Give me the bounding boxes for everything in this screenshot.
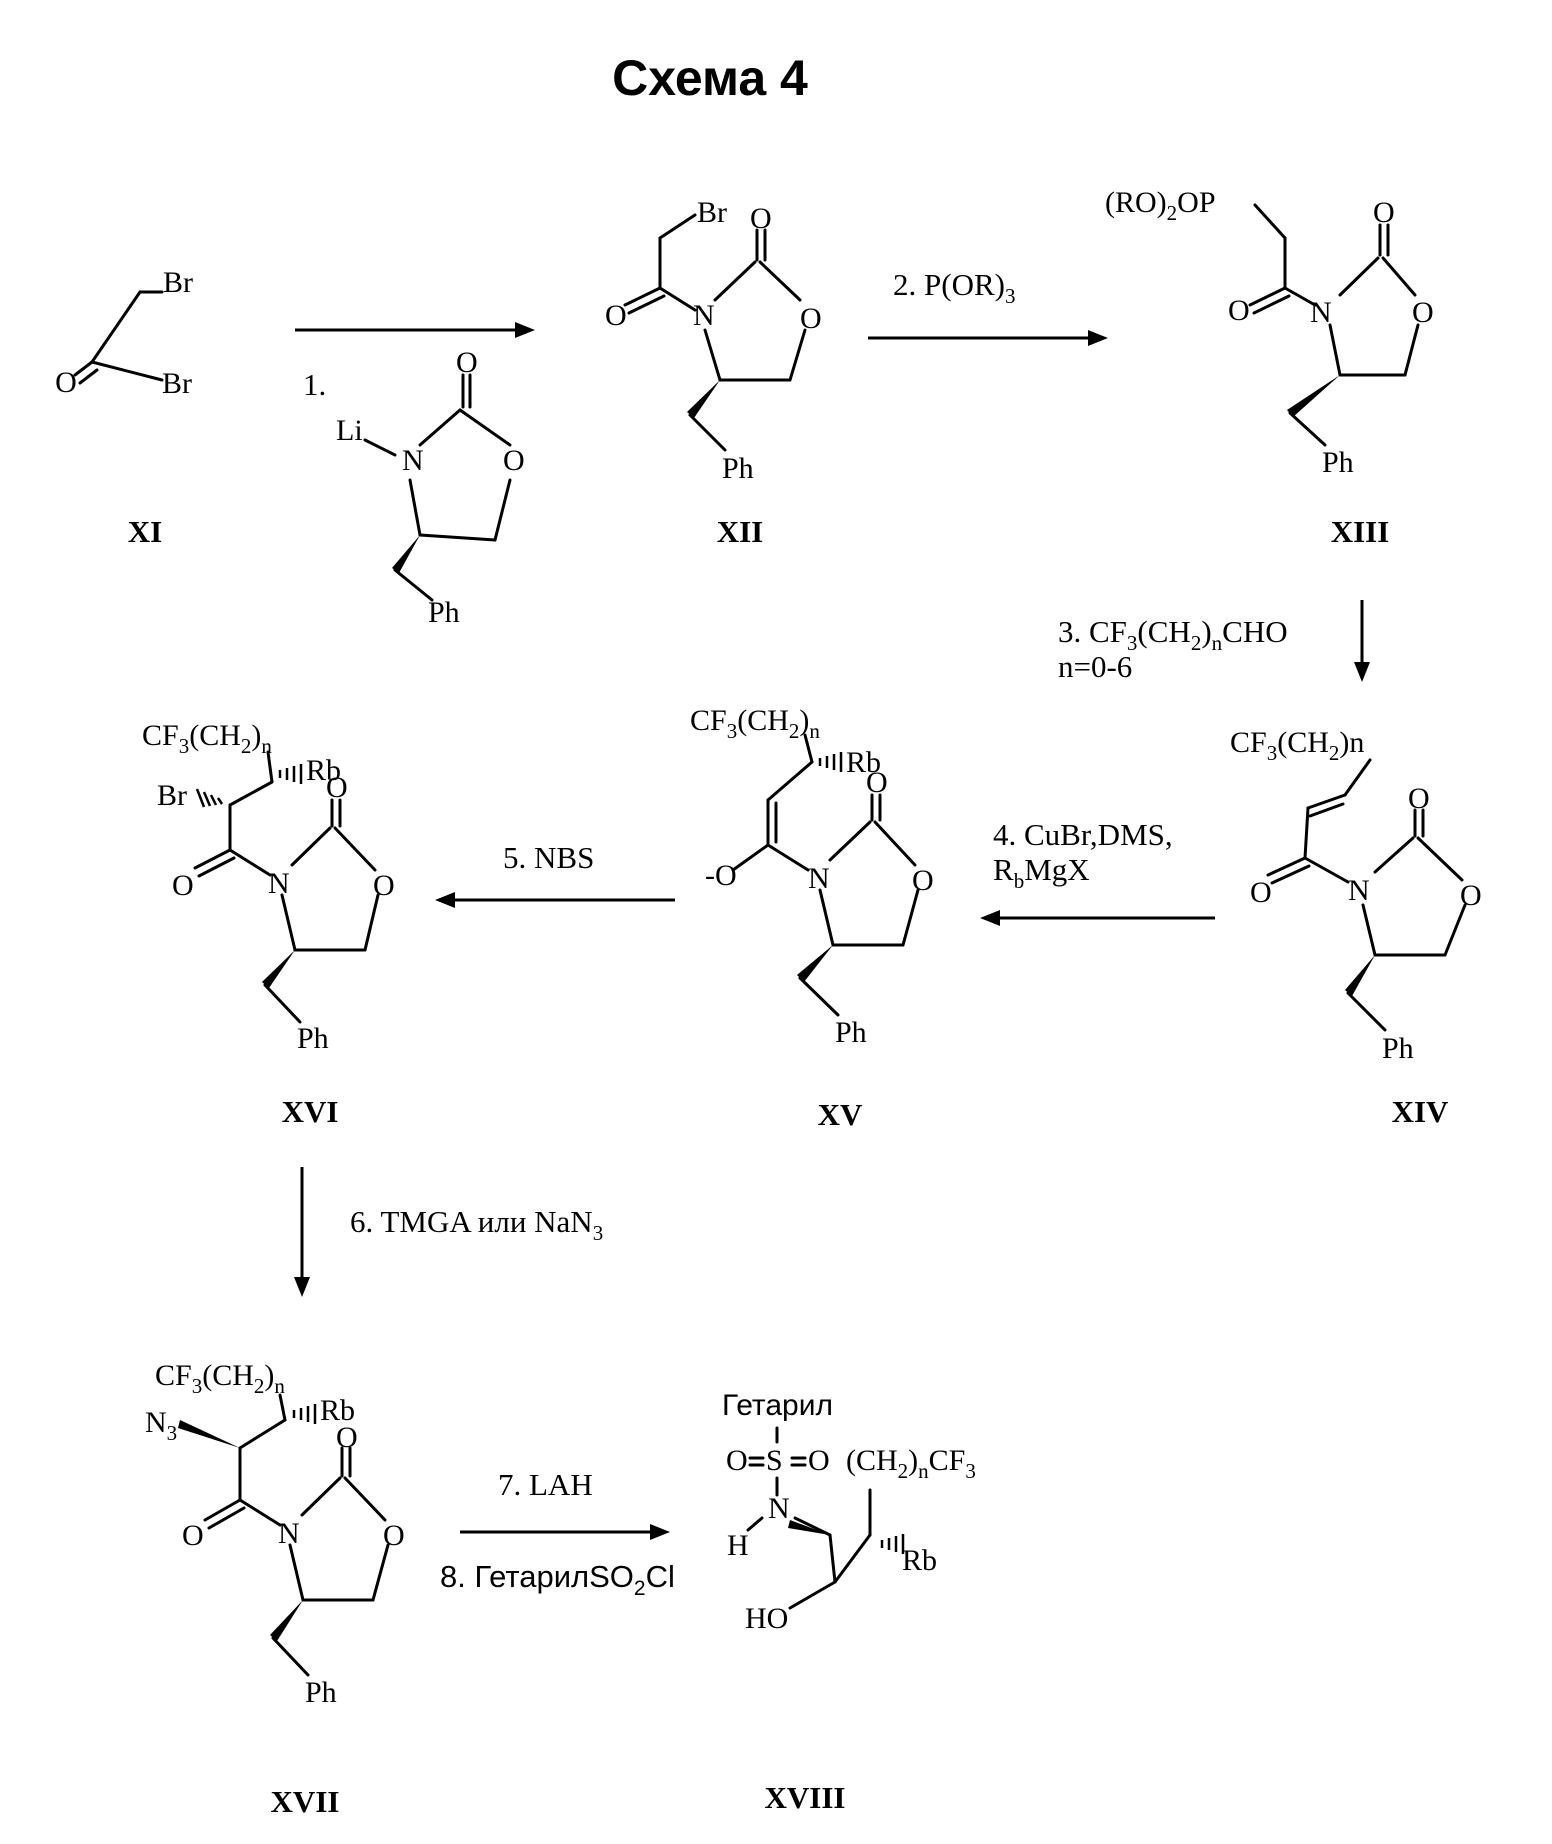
label-compound-xiv: XIV	[1392, 1094, 1449, 1129]
group-ho: HO	[745, 1602, 788, 1635]
compound-xi-structure: Br Br O	[55, 266, 193, 400]
atom-n: N	[268, 867, 290, 900]
compound-xvi-structure: CF3(CH2)n Rb Br O N O O Ph	[142, 719, 395, 1055]
atom-o: O	[326, 771, 348, 804]
step-4-label: 4. CuBr,DMS,	[993, 817, 1173, 852]
step-2-label: 2. P(OR)3	[893, 267, 1015, 308]
atom-ph: Ph	[1382, 1032, 1414, 1065]
atom-o: O	[383, 1519, 405, 1552]
step-1-label: 1.	[303, 367, 326, 402]
atom-o: O	[808, 1444, 830, 1477]
atom-o: O	[182, 1519, 204, 1552]
atom-br: Br	[157, 779, 187, 812]
atom-o: O	[456, 346, 478, 379]
group-cf3ch2n: CF3(CH2)n	[155, 1359, 285, 1398]
group-cf3ch2n: CF3(CH2)n	[142, 719, 272, 758]
scheme-title: Схема 4	[612, 50, 808, 106]
atom-n: N	[693, 299, 715, 332]
atom-o: O	[172, 869, 194, 902]
compound-xiv-structure: CF3(CH2)n O N O O Ph	[1230, 726, 1482, 1065]
lithium-oxazolidinone-structure: Li N O O Ph	[336, 346, 525, 629]
label-compound-xviii: XVIII	[765, 1780, 846, 1815]
atom-o: O	[1228, 294, 1250, 327]
atom-ph: Ph	[835, 1016, 867, 1049]
atom-o: O	[1373, 196, 1395, 229]
atom-o: O	[1412, 296, 1434, 329]
compound-xv-structure: CF3(CH2)n Rb -O N O O Ph	[690, 704, 934, 1049]
atom-o: O	[1250, 876, 1272, 909]
atom-br: Br	[697, 196, 727, 229]
step-3-n-range: n=0-6	[1058, 649, 1132, 684]
atom-o: O	[605, 299, 627, 332]
compound-xviii-structure: Гетарил O S O (CH2)nCF3 N H Rb HO	[722, 1389, 976, 1635]
atom-o: O	[800, 302, 822, 335]
atom-n: N	[278, 1517, 300, 1550]
step-6-label: 6. TMGA или NaN3	[350, 1204, 603, 1245]
atom-o: O	[373, 869, 395, 902]
atom-o: O	[912, 864, 934, 897]
atom-o: O	[726, 1444, 748, 1477]
atom-ph: Ph	[305, 1676, 337, 1709]
label-compound-xv: XV	[818, 1097, 863, 1132]
group-hetaryl: Гетарил	[722, 1389, 833, 1422]
compound-xvii-structure: CF3(CH2)n Rb N3 O N O O Ph	[145, 1359, 405, 1709]
group-n3: N3	[145, 1406, 177, 1445]
step-7-label: 7. LAH	[498, 1467, 593, 1502]
atom-o: O	[336, 1421, 358, 1454]
atom-n: N	[768, 1492, 790, 1525]
group-ch2ncf3: (CH2)nCF3	[846, 1444, 976, 1483]
atom-o: O	[866, 766, 888, 799]
compound-xii-structure: Br O N O O Ph	[605, 196, 822, 485]
group-cf3ch2n: CF3(CH2)n	[1230, 726, 1364, 765]
atom-n: N	[1310, 296, 1332, 329]
atom-li: Li	[336, 414, 363, 447]
label-compound-xiii: XIII	[1331, 514, 1390, 549]
atom-br: Br	[163, 266, 193, 299]
atom-s: S	[766, 1444, 783, 1477]
label-compound-xii: XII	[717, 514, 764, 549]
atom-o: O	[55, 366, 77, 399]
step-8-label: 8. ГетарилSO2Cl	[440, 1559, 675, 1600]
compound-xiii-structure: (RO)2OP O N O O Ph	[1105, 186, 1434, 479]
atom-o-minus: -O	[705, 859, 737, 892]
atom-ph: Ph	[428, 596, 460, 629]
step-4-reagent: RbMgX	[993, 852, 1090, 893]
group-cf3ch2n: CF3(CH2)n	[690, 704, 820, 743]
atom-o: O	[1460, 879, 1482, 912]
atom-o: O	[1408, 782, 1430, 815]
atom-o: O	[750, 202, 772, 235]
atom-ph: Ph	[297, 1022, 329, 1055]
atom-ph: Ph	[722, 452, 754, 485]
atom-n: N	[402, 444, 424, 477]
label-compound-xvi: XVI	[282, 1094, 339, 1129]
atom-h: H	[727, 1529, 749, 1562]
label-compound-xvii: XVII	[271, 1784, 340, 1819]
atom-rb: Rb	[902, 1544, 937, 1577]
group-ro2op: (RO)2OP	[1105, 186, 1216, 225]
step-5-label: 5. NBS	[503, 840, 594, 875]
atom-o: O	[503, 444, 525, 477]
atom-n: N	[808, 862, 830, 895]
atom-ph: Ph	[1322, 446, 1354, 479]
atom-n: N	[1348, 874, 1370, 907]
label-compound-xi: XI	[128, 514, 162, 549]
atom-br: Br	[162, 367, 192, 400]
